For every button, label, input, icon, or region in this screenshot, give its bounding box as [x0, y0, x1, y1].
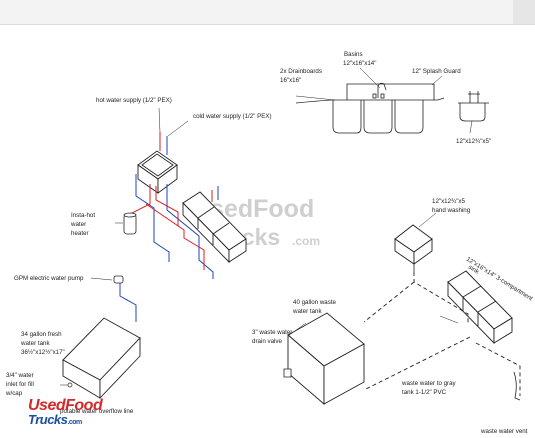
page-top-tab	[513, 0, 535, 24]
label-cold-supply: cold water supply (1/2" PEX)	[193, 113, 272, 120]
page-top-bar	[0, 0, 535, 24]
watermark-suffix: .com	[292, 234, 320, 248]
label-hand-sink-dims: 12"x12¾"x5"	[456, 138, 491, 145]
label-fresh-1: 34 gallon fresh	[21, 331, 62, 338]
waste-water-tank	[287, 312, 365, 405]
sink-side-view	[295, 82, 489, 134]
brand-line1: UsedFood	[28, 397, 103, 414]
label-hot-supply: hot water supply (1/2" PEX)	[96, 97, 172, 104]
label-inlet-3: w/cap	[5, 390, 23, 397]
label-drain-1: 3" waste water	[252, 329, 292, 336]
label-splash-guard: 12" Splash Guard	[412, 68, 461, 75]
water-heater	[123, 212, 137, 235]
label-overflow: potable water overflow line	[60, 408, 134, 415]
label-waste-tank-1: 40 gallon waste	[293, 299, 337, 306]
label-inlet-2: inlet for fill	[6, 381, 34, 388]
label-inlet-1: 3/4" water	[6, 372, 34, 379]
hand-sink-iso-left	[137, 150, 178, 194]
label-hand-1: 12"x12¾"x5	[432, 198, 466, 205]
waste-lines	[363, 272, 521, 396]
label-drainboards-dims: 16"x16"	[280, 77, 301, 84]
label-gray-1: waste water to gray	[401, 380, 457, 387]
label-gray-2: tank 1-1/2" PVC	[402, 389, 447, 396]
water-pump	[113, 275, 124, 284]
fresh-water-tank	[62, 317, 141, 400]
drain-valve-icon	[283, 368, 292, 378]
label-basins: Basins	[344, 51, 363, 58]
supply-lines	[119, 132, 219, 322]
label-hand-2: hand washing	[432, 207, 471, 214]
brand-line2-wrap: Trucks.com	[28, 413, 102, 426]
label-waste-tank-2: water tank	[292, 308, 322, 315]
label-vent: waste water vent	[480, 428, 528, 435]
brand-suffix: .com	[67, 419, 82, 426]
three-comp-sink-iso-left	[182, 191, 247, 264]
label-drain-2: drain valve	[252, 338, 282, 345]
three-comp-sink-iso-right	[447, 270, 513, 345]
label-fresh-3: 36½"x12½"x17"	[21, 349, 65, 356]
label-fresh-2: water tank	[20, 340, 50, 347]
brand-logo: UsedFood Trucks.com	[28, 397, 103, 427]
label-heater-2: water	[70, 221, 86, 228]
page-top-divider	[0, 24, 535, 25]
brand-line2: Trucks	[28, 412, 68, 427]
label-pump: GPM electric water pump	[14, 275, 84, 282]
label-basins-dims: 12"x16"x14"	[343, 60, 376, 67]
label-drainboards: 2x Drainboards	[280, 68, 322, 75]
label-heater-1: Insta-hot	[71, 212, 95, 219]
label-heater-3: heater	[71, 230, 89, 237]
hand-sink-iso-right	[394, 224, 433, 265]
